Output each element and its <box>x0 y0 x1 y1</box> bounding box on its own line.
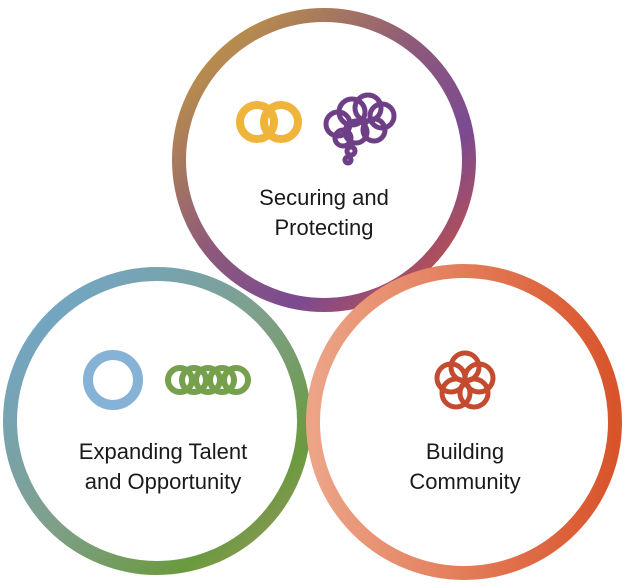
interlocking-rings-icon <box>236 101 302 143</box>
ring-securing <box>172 8 476 312</box>
label-line: Protecting <box>274 215 374 240</box>
chain-rings-icon <box>165 365 251 395</box>
ring-expanding <box>3 267 311 575</box>
ring-building <box>306 264 622 580</box>
label-line: and Opportunity <box>84 469 242 494</box>
label-line: Expanding Talent <box>78 439 248 464</box>
label-building-community: Building Community <box>335 437 595 497</box>
label-line: Securing and <box>259 185 389 210</box>
single-ring-icon <box>83 350 143 410</box>
label-expanding-talent: Expanding Talent and Opportunity <box>33 437 293 497</box>
label-line: Building <box>425 439 505 464</box>
flower-rings-icon <box>434 350 496 410</box>
label-line: Community <box>409 469 521 494</box>
label-securing-protecting: Securing and Protecting <box>194 183 454 243</box>
brain-rings-icon <box>323 92 397 166</box>
